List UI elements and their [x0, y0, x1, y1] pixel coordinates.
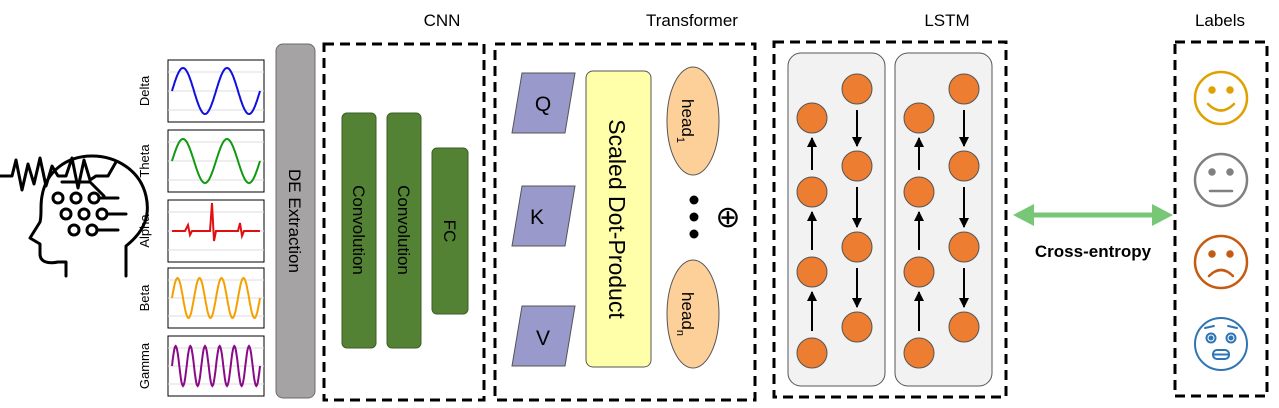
ellipsis-dot	[689, 195, 699, 205]
lstm-column-forward	[787, 52, 886, 387]
wave-beta	[171, 277, 261, 319]
concat-icon: ⊕	[715, 201, 740, 234]
lstm-node	[841, 311, 873, 343]
band-plot-beta	[167, 267, 265, 329]
brain-node-icon	[69, 191, 83, 205]
band-plot-delta	[167, 59, 265, 123]
attention-block	[585, 70, 652, 368]
lstm-nodes	[796, 73, 980, 369]
lstm-node	[841, 73, 873, 105]
head-last-label: headn	[674, 292, 697, 336]
wave-delta	[171, 66, 261, 116]
lstm-node	[796, 337, 828, 369]
band-plot-gamma	[167, 335, 265, 397]
lstm-node	[796, 176, 828, 208]
brain-node-icon	[59, 207, 73, 221]
lstm-box	[772, 40, 1008, 399]
transformer-box	[493, 42, 757, 402]
happy-face-icon	[1193, 70, 1249, 126]
lstm-node	[948, 150, 980, 182]
head-outline-icon	[28, 154, 149, 278]
key-block	[511, 185, 576, 247]
lstm-column-backward	[894, 52, 993, 387]
de-extraction-label: DE Extraction	[285, 169, 304, 273]
band-plot-theta	[167, 129, 265, 193]
query-block	[511, 72, 576, 134]
section-title-transformer: Transformer	[646, 11, 738, 30]
cross-entropy-arrow	[1013, 204, 1173, 226]
neutral-face-icon	[1193, 152, 1249, 208]
wave-alpha	[172, 202, 260, 242]
ellipsis-dot	[689, 229, 699, 239]
query-label: Q	[535, 93, 551, 116]
labels-box	[1173, 40, 1269, 398]
sad-face-icon	[1193, 234, 1249, 290]
ellipsis-dot	[689, 212, 699, 222]
cnn-fc-label: FC	[440, 220, 459, 243]
key-label: K	[530, 206, 544, 229]
lstm-node	[841, 150, 873, 182]
lstm-node	[903, 176, 935, 208]
head-first	[666, 66, 720, 176]
value-label: V	[536, 327, 550, 350]
band-plots: Delta Theta Alpha Beta Gamma	[137, 59, 265, 397]
lstm-node	[903, 337, 935, 369]
lstm-node	[903, 102, 935, 134]
section-title-lstm: LSTM	[924, 11, 969, 30]
cnn-box	[322, 42, 486, 402]
band-label-theta: Theta	[137, 144, 152, 178]
lstm-node	[948, 73, 980, 105]
section-title-labels: Labels	[1195, 11, 1245, 30]
band-plot-alpha	[167, 199, 265, 263]
cnn-conv-block-1	[341, 112, 377, 349]
cnn-conv-label-2: Convolution	[394, 185, 413, 275]
value-block	[511, 305, 576, 367]
lstm-node	[903, 256, 935, 288]
lstm-node	[948, 231, 980, 263]
eeg-head-icon	[0, 154, 149, 278]
head-first-label: head1	[674, 99, 697, 143]
section-title-cnn: CNN	[424, 11, 461, 30]
lstm-node	[796, 102, 828, 134]
de-extraction-block	[275, 43, 316, 399]
lstm-node	[948, 311, 980, 343]
brain-node-icon	[67, 223, 81, 237]
cnn-conv-label-1: Convolution	[349, 185, 368, 275]
band-label-gamma: Gamma	[137, 342, 152, 389]
cnn-fc-block	[431, 147, 469, 315]
eeg-signal-icon	[0, 156, 118, 192]
lstm-node	[841, 231, 873, 263]
wave-theta	[171, 137, 261, 185]
brain-node-icon	[77, 207, 91, 221]
band-label-alpha: Alpha	[137, 214, 152, 248]
cross-entropy-label: Cross-entropy	[1035, 242, 1152, 261]
band-label-delta: Delta	[137, 75, 152, 106]
head-last	[666, 259, 720, 369]
fearful-face-icon	[1194, 317, 1248, 371]
wave-gamma	[171, 344, 261, 388]
attention-label: Scaled Dot-Product	[604, 119, 630, 319]
brain-node-icon	[51, 191, 65, 205]
lstm-node	[796, 256, 828, 288]
band-label-beta: Beta	[137, 284, 152, 312]
cnn-conv-block-2	[386, 112, 422, 349]
